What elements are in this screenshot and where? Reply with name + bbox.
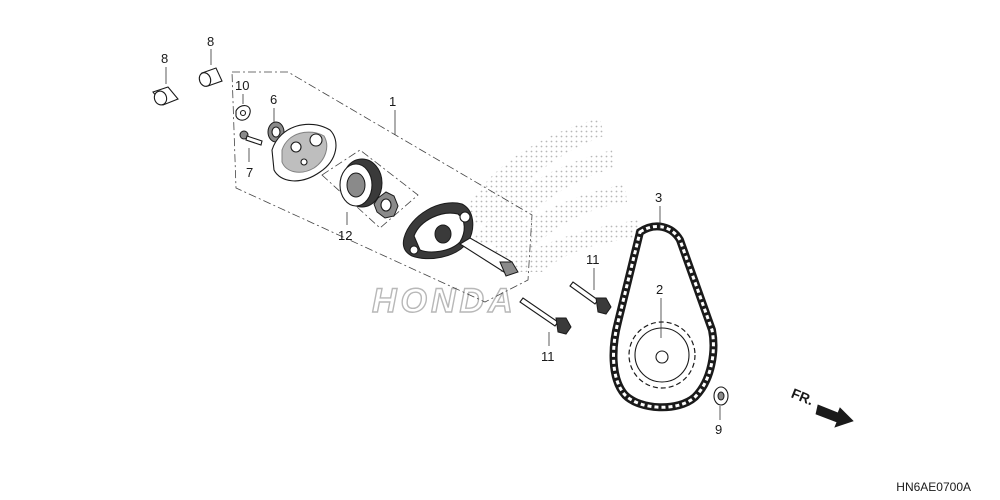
callout-11-upper: 11	[586, 252, 600, 267]
honda-watermark: HONDA	[371, 118, 639, 321]
part-3-drive-chain	[609, 222, 718, 412]
watermark-wordmark: HONDA	[372, 282, 517, 320]
part-11-bolt-lower	[519, 297, 572, 335]
forward-direction-indicator: FR.	[789, 385, 854, 428]
callout-8-left: 8	[161, 51, 168, 66]
assembly-outline-12	[321, 149, 419, 229]
callout-2: 2	[656, 282, 663, 297]
callout-9: 9	[715, 422, 722, 437]
part-7-screw	[239, 130, 263, 146]
part-8-dowel-pin-right	[198, 67, 223, 87]
callout-6: 6	[270, 92, 277, 107]
part-12-outer-rotor	[339, 158, 383, 208]
callout-11-lower: 11	[541, 349, 555, 364]
callout-7: 7	[246, 165, 253, 180]
diagram-code: HN6AE0700A	[896, 480, 971, 494]
callout-8-right: 8	[207, 34, 214, 49]
callout-3: 3	[655, 190, 662, 205]
callout-1: 1	[389, 94, 396, 109]
direction-label: FR.	[789, 385, 816, 408]
pump-cover-plate	[271, 123, 337, 182]
pump-body	[402, 202, 474, 260]
forward-arrow-icon	[815, 404, 854, 428]
callout-12: 12	[338, 228, 352, 243]
callout-10: 10	[235, 78, 249, 93]
assembly-outline-1	[231, 71, 533, 303]
part-2-sprocket	[628, 321, 696, 389]
part-8-dowel-pin-left	[152, 86, 179, 106]
part-12-inner-rotor	[373, 191, 399, 219]
part-10-clip	[235, 105, 251, 121]
leader-lines	[165, 49, 721, 420]
part-11-bolt-upper	[569, 281, 612, 315]
pump-shaft	[458, 237, 519, 277]
part-9-washer	[713, 386, 729, 406]
